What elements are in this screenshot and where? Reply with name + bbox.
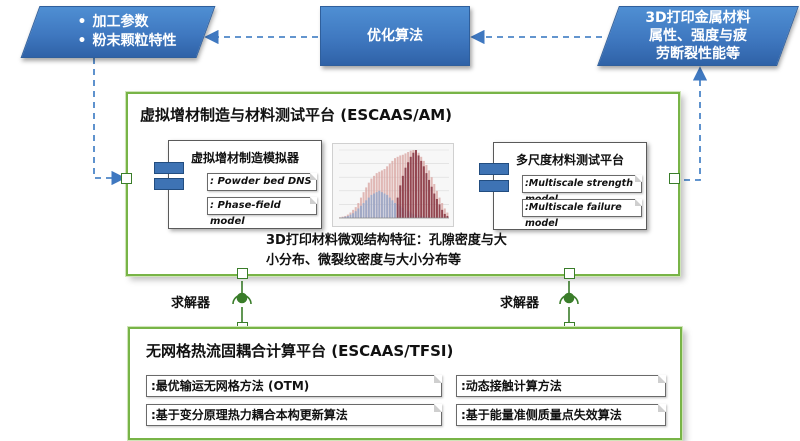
solver-links	[232, 281, 579, 323]
input-port	[121, 173, 132, 184]
contact-method-note: :动态接触计算方法	[456, 375, 666, 397]
solver-label: 求解器	[171, 296, 211, 311]
solver-port	[237, 268, 248, 279]
histogram-bar	[391, 200, 394, 218]
thermomech-update-note: :基于变分原理热力耦合本构更新算法	[146, 404, 442, 426]
output-properties-box: 3D打印金属材料 属性、强度与疲 劳断裂性能等	[597, 6, 799, 66]
solver-label: 求解器	[500, 296, 540, 311]
histogram-bar	[420, 160, 423, 218]
am-platform-title: 虚拟增材制造与材料测试平台 (ESCAAS/AM)	[140, 106, 453, 124]
input-item: •加工参数	[77, 14, 149, 30]
histogram-bar	[344, 216, 347, 218]
histogram-bar	[394, 203, 397, 218]
histogram-bar	[362, 203, 365, 218]
histogram-bar	[404, 167, 407, 218]
histogram-bar	[349, 214, 352, 218]
microstructure-features-text: 3D打印材料微观结构特征：孔隙密度与大 小分布、微裂纹密度与大小分布等	[266, 233, 507, 268]
histogram-bar	[446, 212, 449, 218]
histogram-bar	[399, 185, 402, 218]
component-tab	[479, 180, 509, 192]
histogram-bar	[443, 213, 446, 218]
phase-field-note: : Phase-field model	[207, 197, 317, 227]
input-parameters-box: •加工参数 •粉末颗粒特性	[20, 6, 216, 58]
histogram-bar	[354, 211, 357, 218]
histogram-bar	[375, 192, 378, 218]
histogram-bar	[396, 156, 399, 218]
component-tab	[154, 178, 184, 190]
histogram-bar	[378, 190, 381, 218]
histogram-bar	[386, 166, 389, 218]
histogram-bar	[412, 152, 415, 218]
histogram-bar	[386, 194, 389, 218]
histogram-bar	[394, 158, 397, 218]
optimization-label: 优化算法	[367, 27, 423, 44]
simulator-title: 虚拟增材制造模拟器	[190, 151, 299, 165]
multiscale-tester-component: 多尺度材料测试平台 :Multiscale strength model :Mu…	[493, 142, 647, 230]
output-line: 3D打印金属材料	[645, 10, 751, 26]
failure-algorithm-note: :基于能量准侧质量点失效算法	[456, 404, 666, 426]
histogram-bar	[388, 163, 391, 218]
histogram-bar	[367, 197, 370, 218]
am-simulator-component: 虚拟增材制造模拟器 : Powder bed DNS : Phase-field…	[168, 140, 322, 229]
histogram-bar	[380, 192, 383, 218]
histogram-bar	[373, 193, 376, 218]
histogram-bar	[417, 155, 420, 218]
input-item: •粉末颗粒特性	[77, 33, 177, 49]
histogram-bar	[357, 208, 360, 218]
histogram-bar	[388, 197, 391, 218]
histogram-bar	[443, 208, 446, 218]
tfsi-platform-title: 无网格热流固耦合计算平台 (ESCAAS/TFSI)	[146, 342, 454, 360]
histogram-bar	[352, 213, 355, 218]
histogram-bar	[428, 179, 431, 218]
histogram-bar	[370, 194, 373, 218]
histogram-bar	[396, 197, 399, 218]
histogram-bar	[414, 150, 417, 218]
histogram-bar	[433, 193, 436, 218]
optimization-algorithm-box: 优化算法	[320, 6, 470, 66]
histogram-bar	[401, 175, 404, 218]
histogram-bar	[409, 156, 412, 218]
histogram-bar	[438, 204, 441, 218]
output-port	[669, 173, 680, 184]
histogram-bar	[422, 166, 425, 218]
otm-method-note: :最优输运无网格方法 (OTM)	[146, 375, 442, 397]
histogram-bar	[365, 200, 368, 218]
microstructure-histogram	[332, 143, 454, 227]
histogram-bar	[435, 198, 438, 218]
histogram-bar	[391, 160, 394, 218]
output-line: 属性、强度与疲	[649, 28, 747, 44]
failure-model-note: :Multiscale failure model	[522, 199, 642, 229]
histogram-series	[396, 150, 449, 218]
output-line: 劳断裂性能等	[656, 46, 740, 62]
histogram-bar	[430, 186, 433, 218]
histogram-bar	[425, 173, 428, 218]
powder-bed-dns-note: : Powder bed DNS	[207, 173, 317, 191]
tester-title: 多尺度材料测试平台	[515, 153, 624, 167]
histogram-bar	[383, 193, 386, 218]
histogram-bar	[346, 215, 349, 218]
component-tab	[154, 162, 184, 174]
solver-port	[564, 268, 575, 279]
histogram-bar	[446, 215, 449, 218]
histogram-bar	[407, 162, 410, 218]
histogram-bar	[359, 205, 362, 218]
strength-model-note: :Multiscale strength model	[522, 175, 642, 205]
histogram-bar	[441, 209, 444, 218]
component-tab	[479, 163, 509, 175]
